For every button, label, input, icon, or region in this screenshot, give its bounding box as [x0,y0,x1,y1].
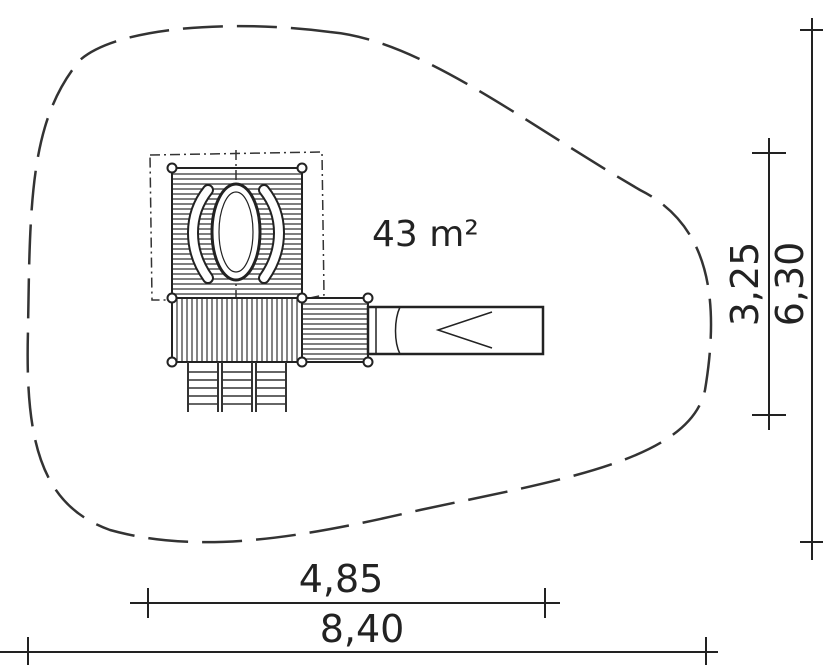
dimension-line-total-depth [800,18,823,560]
lower-deck [171,297,303,363]
total-depth-label: 6,30 [768,242,812,327]
dimension-line-total-width [0,637,718,665]
posts [166,162,374,368]
structure-depth-label: 3,25 [723,242,767,327]
total-width-label: 8,40 [320,607,405,651]
side-platform [301,297,369,363]
deck-opening [187,182,285,284]
area-label: 43 m² [372,214,479,255]
ladders [187,362,287,412]
safety-zone-outline [26,24,713,544]
structure-width-label: 4,85 [299,557,384,601]
dimension-line-structure-width [130,588,560,618]
slide [366,305,545,356]
dimension-line-structure-depth [752,138,786,430]
